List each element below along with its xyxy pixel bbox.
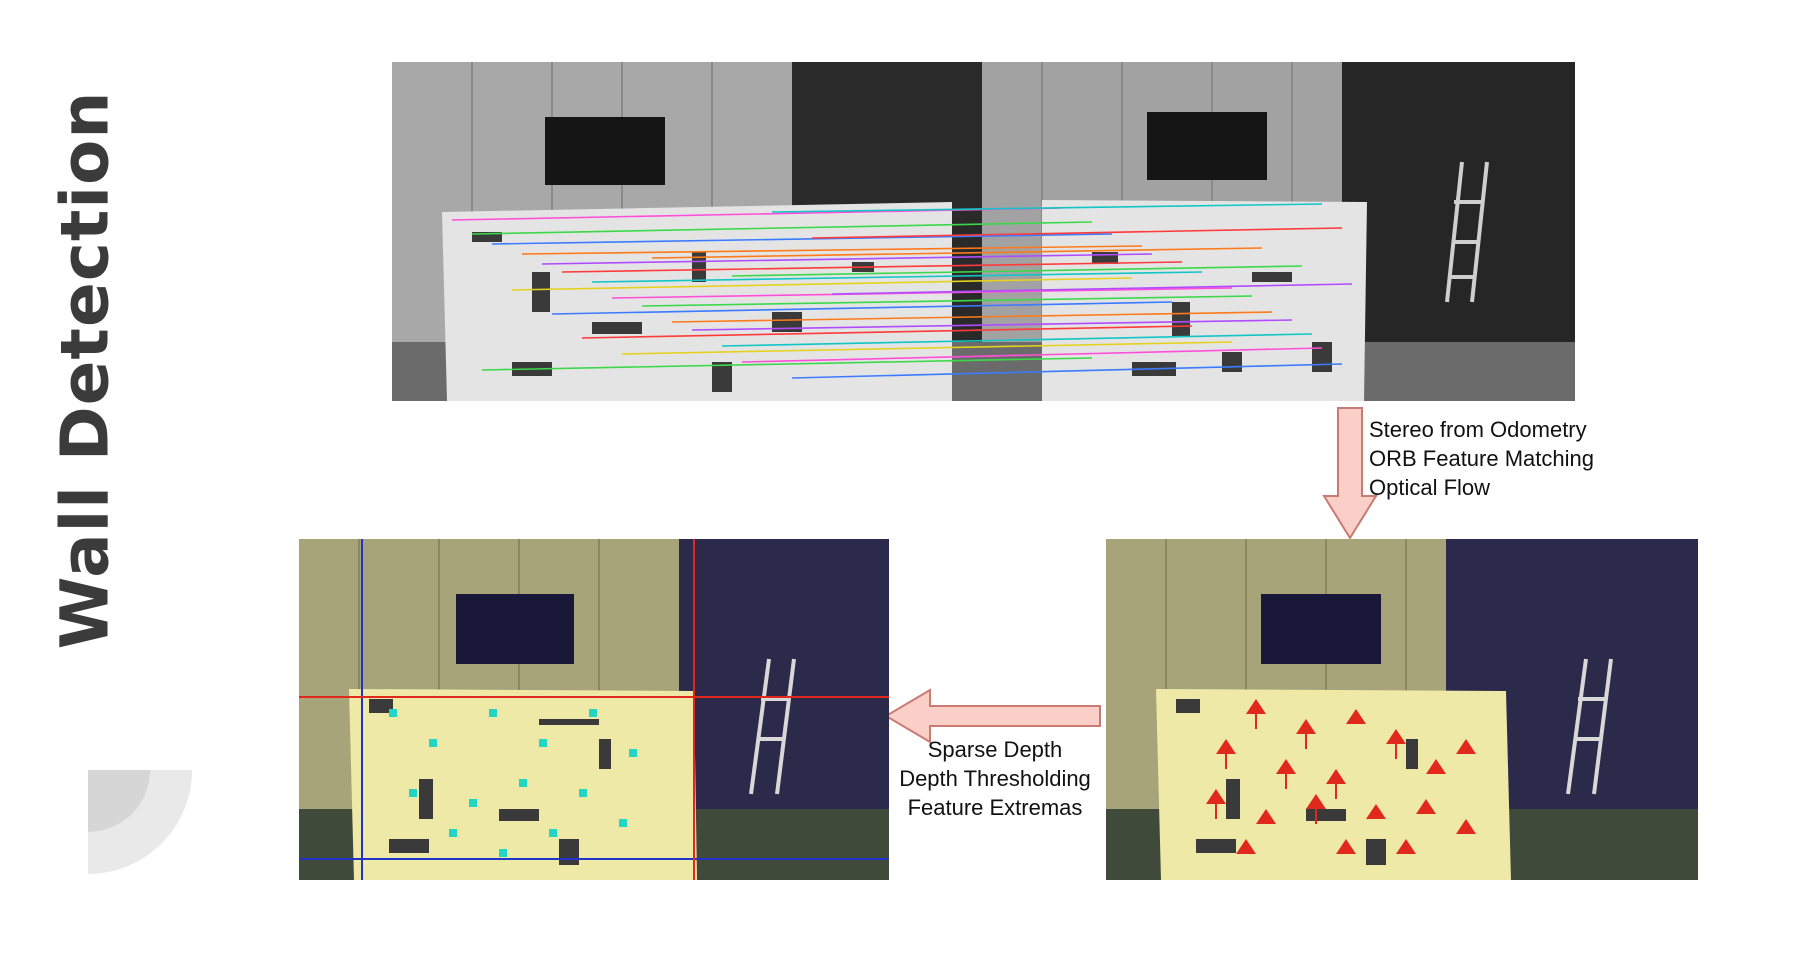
quarter-circle-decor-icon bbox=[88, 770, 192, 874]
optical-flow-image bbox=[1106, 539, 1698, 880]
stereo-feature-matching-image bbox=[392, 62, 1575, 401]
step2-line-2: Depth Thresholding bbox=[899, 766, 1091, 791]
step2-line-3: Feature Extremas bbox=[907, 795, 1083, 820]
step1-line-3: Optical Flow bbox=[1369, 475, 1491, 500]
step2-caption: Sparse Depth Depth Thresholding Feature … bbox=[890, 735, 1100, 822]
down-arrow-icon bbox=[1322, 407, 1378, 540]
step2-line-1: Sparse Depth bbox=[927, 737, 1063, 762]
step1-caption: Stereo from Odometry ORB Feature Matchin… bbox=[1369, 415, 1594, 502]
step1-line-2: ORB Feature Matching bbox=[1369, 446, 1594, 471]
wall-bounds-image bbox=[299, 539, 889, 880]
slide-title-text: Wall Detection bbox=[46, 90, 124, 650]
step1-line-1: Stereo from Odometry bbox=[1369, 417, 1587, 442]
left-arrow-icon bbox=[884, 688, 1101, 744]
